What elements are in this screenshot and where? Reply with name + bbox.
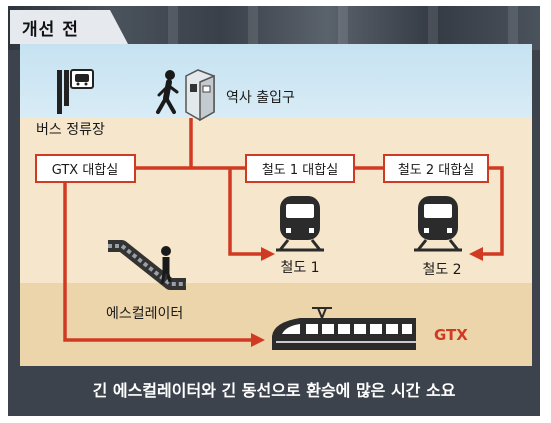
station-exit-label: 역사 출입구 <box>226 90 295 106</box>
gtx-concourse-box: GTX 대합실 <box>35 154 136 183</box>
walking-person-icon <box>156 70 179 114</box>
rail1-label: 철도 1 <box>280 260 319 276</box>
gtx-label: GTX <box>434 326 468 344</box>
rail2-concourse-label: 철도 2 대합실 <box>398 163 474 178</box>
rail2-concourse-frame <box>383 154 489 183</box>
section-tab-label: 개선 전 <box>22 20 79 40</box>
metro-train-icon <box>276 196 324 252</box>
rail1-concourse-label: 철도 1 대합실 <box>262 163 338 178</box>
rail2-label: 철도 2 <box>422 262 461 278</box>
gtx-concourse-frame <box>35 154 136 183</box>
diagram-panel <box>20 44 532 366</box>
route-to-rail1 <box>228 168 275 261</box>
route-to-gtx <box>63 182 265 347</box>
route-to-rail2 <box>469 166 504 261</box>
ground-level-zone <box>20 44 532 118</box>
rail2-concourse-box: 철도 2 대합실 <box>383 154 489 183</box>
metro-train-icon <box>414 196 462 252</box>
escalator-label: 에스컬레이터 <box>106 306 183 322</box>
bus-stop-sign-icon <box>57 69 94 114</box>
caption: 긴 에스컬레이터와 긴 동선으로 환승에 많은 시간 소요 <box>8 366 540 416</box>
escalator-icon <box>108 240 186 290</box>
gtx-level-zone <box>20 283 532 366</box>
bus-stop-label: 버스 정류장 <box>36 122 105 138</box>
ticket-gate-icon <box>185 69 215 122</box>
gtx-concourse-label: GTX 대합실 <box>52 163 118 178</box>
section-tab <box>10 10 128 44</box>
rail1-concourse-frame <box>245 154 355 183</box>
rail1-concourse-box: 철도 1 대합실 <box>245 154 355 183</box>
gtx-train-icon <box>272 307 416 350</box>
